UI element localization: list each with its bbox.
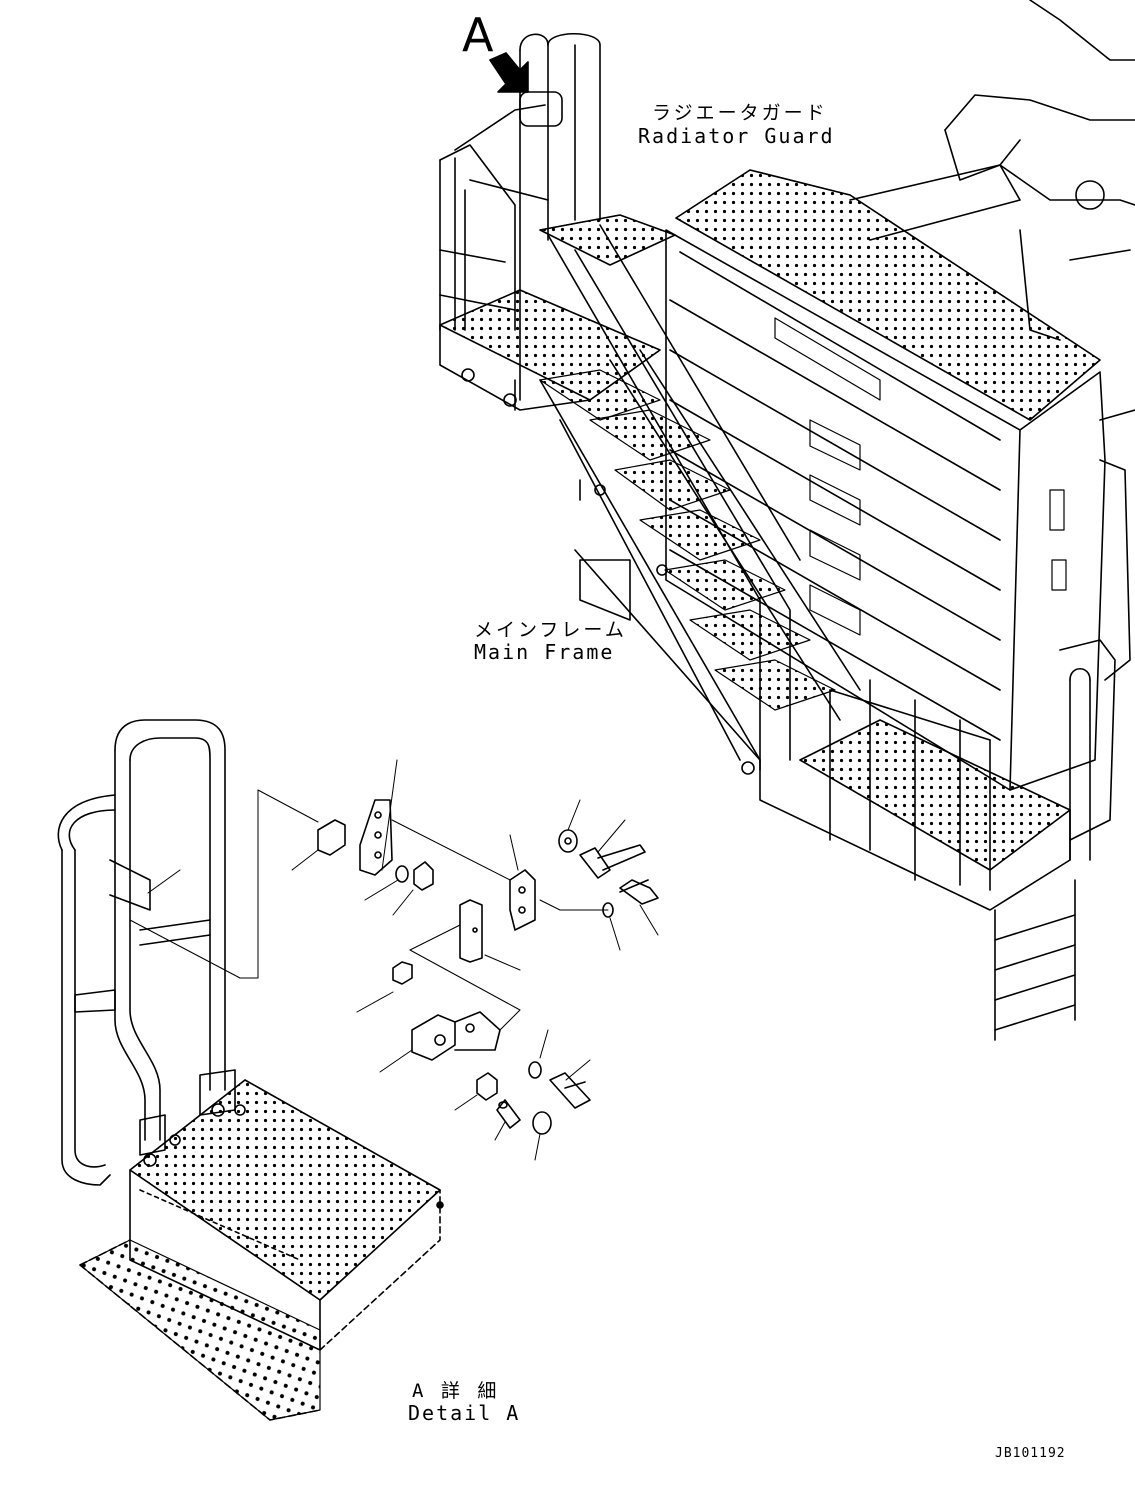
main-frame-label-en: Main Frame [474, 640, 615, 664]
stair-flight [539, 224, 861, 775]
radiator-guard-label-en: Radiator Guard [638, 124, 835, 148]
leader-lines [129, 759, 659, 1161]
detail-a-step-box [79, 1079, 444, 1421]
detail-a-hardware [317, 799, 659, 1135]
upper-frame [849, 0, 1135, 841]
upper-platform [439, 32, 676, 411]
detail-a-pointer-arrow [489, 52, 529, 93]
detail-a-callout-letter: A [462, 8, 494, 62]
detail-a-label-en: Detail A [408, 1401, 521, 1425]
main-frame-label-jp: メインフレーム [474, 619, 627, 641]
radiator-guard-label-jp: ラジエータガード [652, 102, 828, 124]
drawing-code: JB101192 [995, 1446, 1066, 1461]
lower-landing [759, 667, 1091, 1041]
radiator-guard [665, 169, 1106, 791]
detail-a-label-jp: A 詳 細 [412, 1380, 500, 1402]
